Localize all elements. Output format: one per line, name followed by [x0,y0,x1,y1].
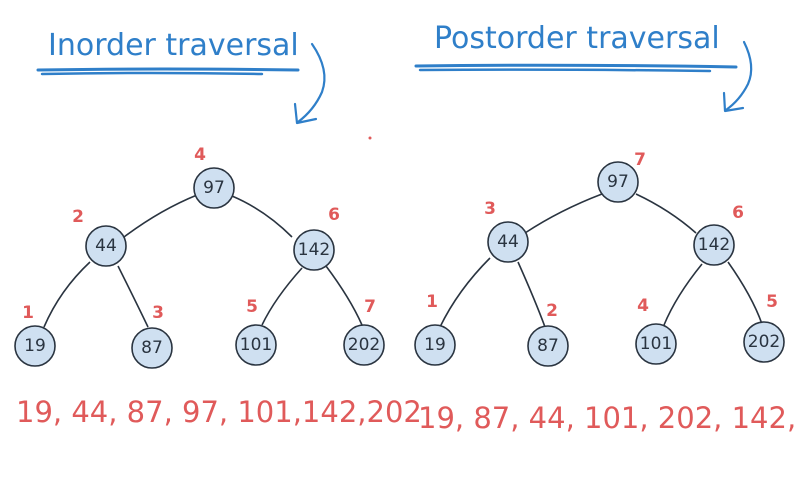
inorder-node-142: 142 6 [293,205,340,271]
inorder-node-19: 19 1 [14,303,56,367]
inorder-node-44: 44 2 [72,207,127,267]
node-value: 19 [424,335,446,355]
node-value: 202 [748,332,780,352]
inorder-arrow-icon [293,42,326,125]
node-value: 19 [24,336,46,356]
order-number: 1 [426,292,438,312]
inorder-sequence: 19, 44, 87, 97, 101,142,202 [16,395,422,429]
node-value: 142 [298,240,330,260]
node-value: 101 [240,335,272,355]
order-number: 2 [546,301,558,321]
order-number: 7 [364,297,376,317]
edge-97-142 [635,193,697,234]
order-number: 4 [637,296,649,316]
stray-dot [368,136,372,140]
node-value: 44 [95,236,117,256]
edge-44-87 [117,265,149,328]
node-value: 97 [203,178,225,198]
postorder-node-97: 97 7 [597,150,646,203]
inorder-node-97: 97 4 [193,145,235,209]
postorder-edges [439,193,763,328]
edge-44-87 [517,261,546,328]
inorder-title-underline [36,67,300,76]
postorder-node-87: 87 2 [527,301,569,367]
edge-142-202 [727,261,763,325]
postorder-sequence: 19, 87, 44, 101, 202, 142, 97 [418,401,800,435]
postorder-node-142: 142 6 [693,203,744,266]
panel-postorder: Postorder traversal 97 7 44 3 [414,21,800,435]
order-number: 6 [328,205,340,225]
inorder-node-87: 87 3 [131,303,173,369]
postorder-node-44: 44 3 [484,199,529,263]
order-number: 6 [732,203,744,223]
edge-97-142 [231,195,293,238]
edge-44-19 [43,261,91,328]
node-value: 44 [497,232,519,252]
order-number: 4 [194,145,206,165]
node-value: 87 [141,338,163,358]
edge-44-19 [439,257,491,328]
inorder-edges [43,194,363,328]
inorder-node-202: 202 7 [343,297,385,366]
node-value: 97 [607,172,629,192]
postorder-node-202: 202 5 [743,292,785,363]
order-number: 7 [634,150,646,170]
postorder-title-underline [414,63,738,73]
order-number: 5 [246,297,258,317]
edge-142-202 [325,265,363,326]
node-value: 142 [698,235,730,255]
order-number: 1 [22,303,34,323]
node-value: 202 [348,335,380,355]
order-number: 3 [152,303,164,323]
postorder-arrow-icon [722,40,753,113]
edge-97-44 [524,193,603,234]
edge-142-101 [663,263,703,326]
order-number: 2 [72,207,84,227]
postorder-node-101: 101 4 [635,296,677,365]
panel-inorder: Inorder traversal 97 4 44 2 [14,28,422,429]
postorder-node-19: 19 1 [414,292,456,366]
node-value: 87 [537,336,559,356]
order-number: 3 [484,199,496,219]
order-number: 5 [766,292,778,312]
inorder-title: Inorder traversal [48,28,299,63]
node-value: 101 [640,334,672,354]
edge-97-44 [123,194,198,238]
inorder-node-101: 101 5 [235,297,277,366]
postorder-title: Postorder traversal [434,21,720,56]
edge-142-101 [261,267,303,326]
